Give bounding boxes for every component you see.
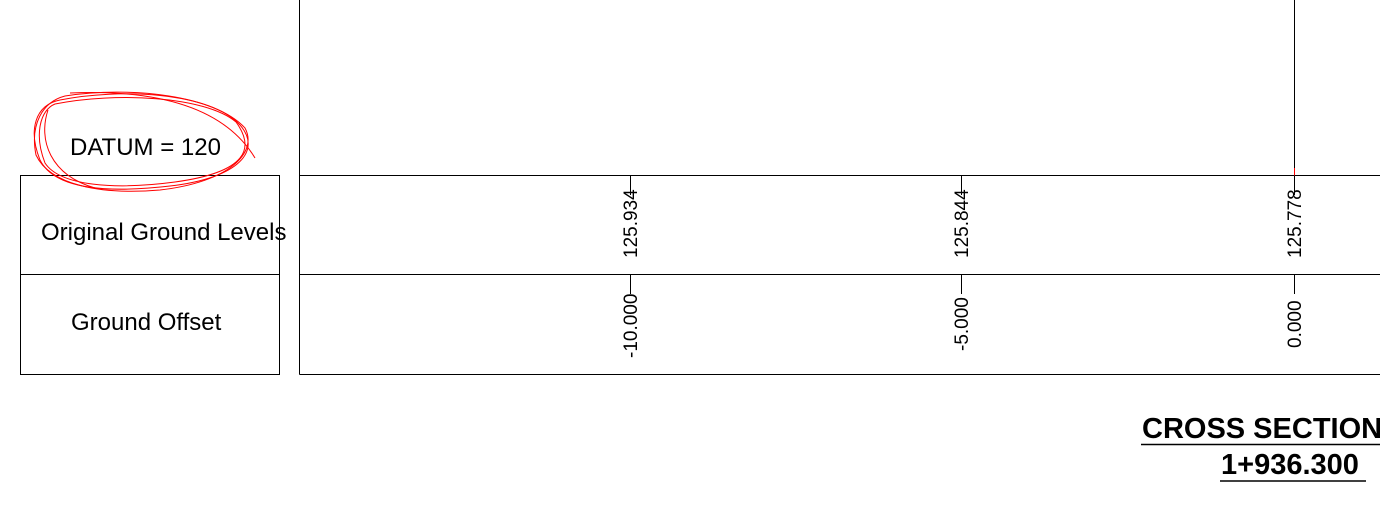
label-box-ground-offset (20, 274, 280, 375)
markup-circle (33, 91, 256, 192)
station-column: 125.934 -10.000 (621, 175, 642, 358)
row-label-ground-offset: Ground Offset (71, 309, 222, 336)
datum-label: DATUM = 120 (70, 134, 221, 161)
ground-offset-value: 0.000 (1285, 300, 1306, 348)
section-chainage: 1+936.300 (1221, 449, 1359, 481)
station-column: 125.844 -5.000 (952, 175, 973, 351)
ground-offset-value: -10.000 (621, 294, 642, 358)
ground-level-value: 125.934 (621, 189, 642, 258)
ground-level-value: 125.844 (952, 189, 973, 258)
station-column: 125.778 0.000 (1285, 175, 1306, 348)
ground-offset-value: -5.000 (952, 297, 973, 351)
row-label-original-ground-levels: Original Ground Levels (41, 219, 286, 246)
section-title: CROSS SECTION (1142, 413, 1380, 445)
ground-level-value: 125.778 (1285, 189, 1306, 258)
